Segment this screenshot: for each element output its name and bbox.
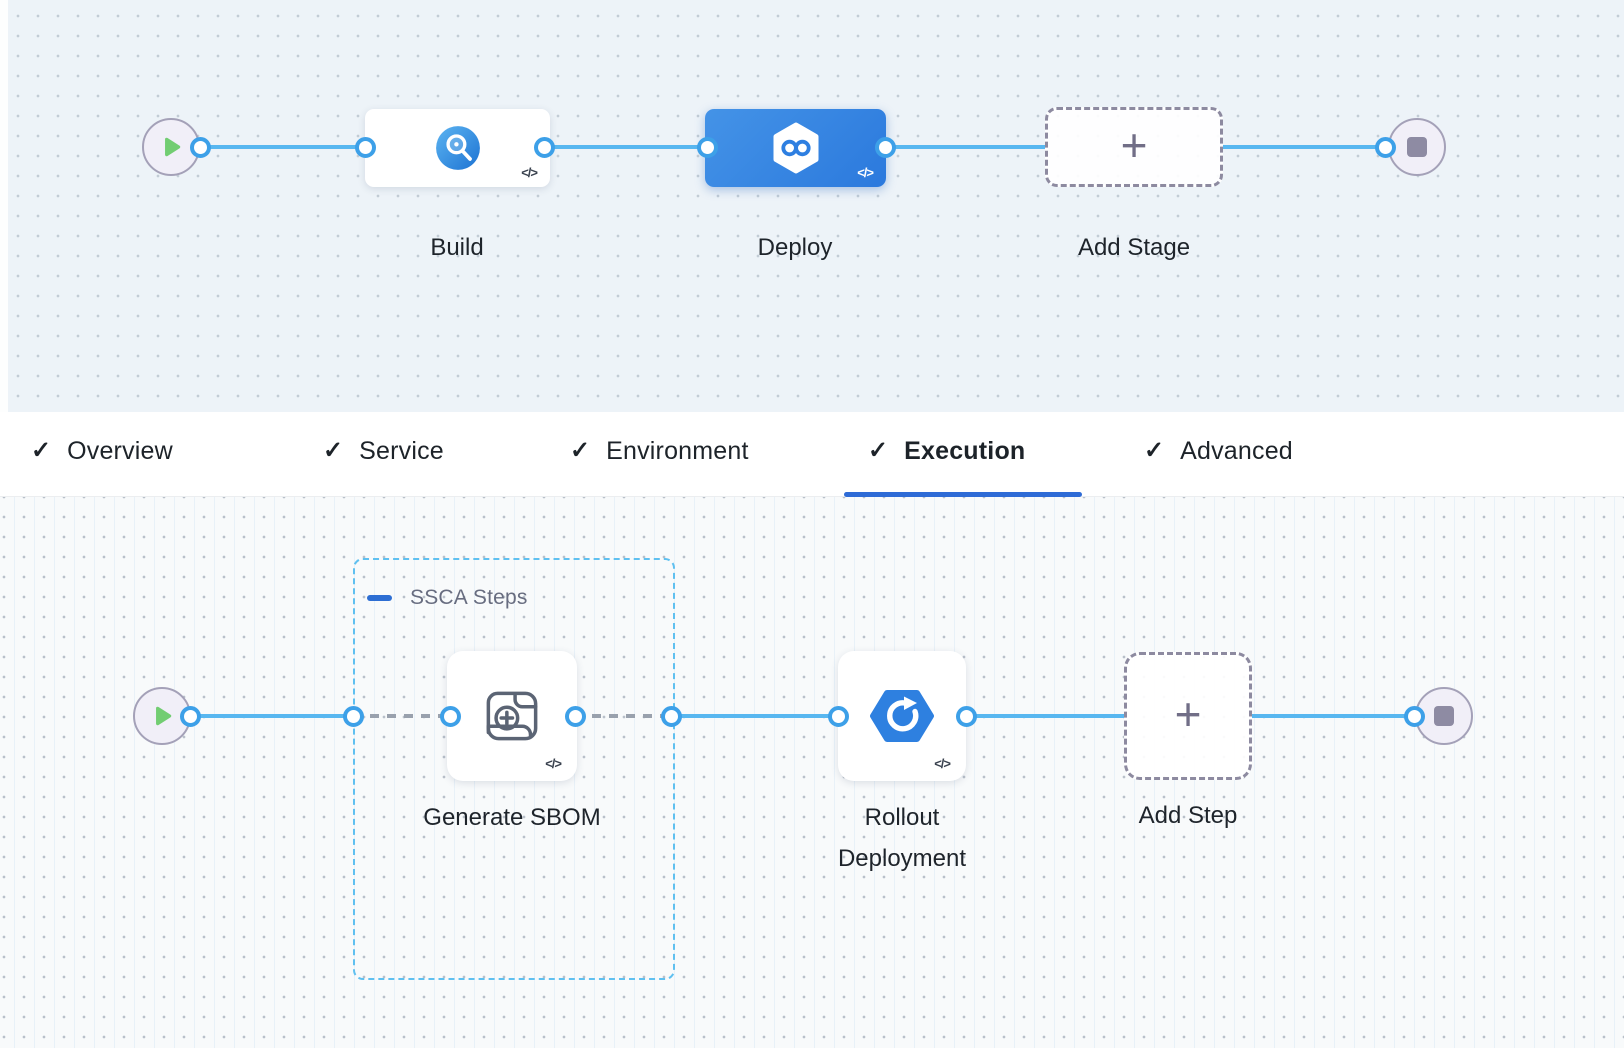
- step-group-header: SSCA Steps: [367, 586, 528, 610]
- stage-link: [544, 145, 707, 149]
- step-link-dashed: [353, 714, 450, 718]
- code-view-icon[interactable]: </>: [545, 756, 562, 771]
- code-view-icon[interactable]: </>: [857, 165, 874, 180]
- connector-dot: [355, 137, 376, 158]
- code-view-icon[interactable]: </>: [934, 756, 951, 771]
- stage-label-build: Build: [430, 234, 484, 261]
- connector-dot: [1375, 137, 1396, 158]
- add-stage-button[interactable]: +: [1045, 107, 1223, 187]
- step-group-label: SSCA Steps: [410, 586, 528, 609]
- step-link: [966, 714, 1124, 718]
- step-label-add-step: Add Step: [1138, 802, 1238, 829]
- tab-label: Overview: [67, 436, 173, 465]
- check-icon: ✓: [323, 437, 344, 464]
- connector-dot: [343, 706, 364, 727]
- tab-label: Environment: [606, 436, 749, 465]
- plus-icon: +: [1120, 119, 1148, 171]
- code-view-icon[interactable]: </>: [521, 165, 538, 180]
- tab-label: Advanced: [1180, 436, 1293, 465]
- sbom-scroll-icon: [486, 691, 538, 741]
- step-node-rollout-deployment[interactable]: </>: [838, 651, 966, 781]
- ci-build-icon: [435, 126, 480, 170]
- step-link: [671, 714, 838, 718]
- connector-dot: [661, 706, 682, 727]
- connector-dot: [534, 137, 555, 158]
- check-icon: ✓: [868, 437, 889, 464]
- connector-dot: [180, 706, 201, 727]
- stop-icon: [1434, 706, 1454, 726]
- tab-environment[interactable]: ✓ Environment: [570, 423, 749, 479]
- tab-label: Service: [359, 436, 444, 465]
- execution-graph-canvas[interactable]: [0, 497, 1624, 1048]
- step-label-deployment: Deployment: [837, 845, 967, 872]
- tab-service[interactable]: ✓ Service: [323, 423, 444, 479]
- stage-label-add-stage: Add Stage: [1077, 234, 1191, 261]
- step-group-ssca: SSCA Steps: [353, 558, 675, 980]
- connector-dot: [956, 706, 977, 727]
- stage-link: [1223, 145, 1385, 149]
- stage-node-deploy[interactable]: </>: [705, 109, 886, 187]
- minus-icon[interactable]: [367, 595, 392, 601]
- check-icon: ✓: [1144, 437, 1165, 464]
- plus-icon: +: [1174, 688, 1202, 740]
- stage-node-build[interactable]: </>: [365, 109, 550, 187]
- step-link-dashed: [575, 714, 671, 718]
- connector-dot: [1404, 706, 1425, 727]
- play-icon: [156, 706, 172, 726]
- stage-link: [885, 145, 1045, 149]
- connector-dot: [565, 706, 586, 727]
- step-link: [190, 714, 353, 718]
- stage-detail-tabbar: ✓ Overview ✓ Service ✓ Environment ✓ Exe…: [0, 412, 1624, 497]
- step-label-generate-sbom: Generate SBOM: [423, 804, 601, 831]
- connector-dot: [190, 137, 211, 158]
- stage-label-deploy: Deploy: [757, 234, 833, 261]
- check-icon: ✓: [31, 437, 52, 464]
- active-tab-underline: [844, 492, 1082, 497]
- stage-link: [200, 145, 365, 149]
- step-link: [1252, 714, 1414, 718]
- stop-icon: [1407, 137, 1427, 157]
- step-node-generate-sbom[interactable]: </>: [447, 651, 577, 781]
- pipeline-end-node: [1388, 118, 1446, 176]
- canvas-left-gutter: [0, 0, 8, 412]
- connector-dot: [440, 706, 461, 727]
- tab-execution[interactable]: ✓ Execution: [868, 423, 1025, 479]
- tab-advanced[interactable]: ✓ Advanced: [1144, 423, 1293, 479]
- tab-label: Execution: [904, 436, 1026, 465]
- connector-dot: [828, 706, 849, 727]
- tab-overview[interactable]: ✓ Overview: [31, 423, 173, 479]
- stage-graph-canvas[interactable]: </> Build </> Deploy + Add Stage: [0, 0, 1624, 412]
- play-icon: [165, 137, 181, 157]
- connector-dot: [697, 137, 718, 158]
- check-icon: ✓: [570, 437, 591, 464]
- connector-dot: [875, 137, 896, 158]
- step-label-rollout: Rollout: [864, 804, 940, 831]
- rollout-deployment-icon: [870, 690, 934, 742]
- cd-deploy-icon: [773, 122, 818, 174]
- add-step-button[interactable]: +: [1124, 652, 1252, 780]
